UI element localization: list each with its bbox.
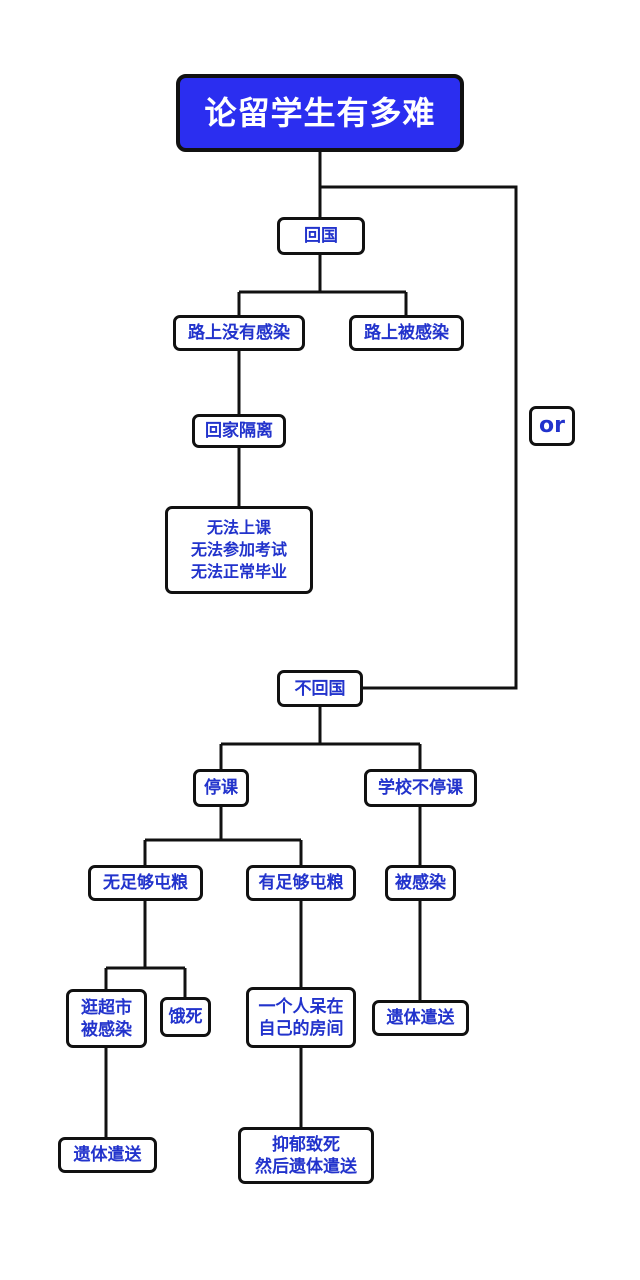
node-infected-on-way: 路上被感染 [349, 315, 464, 351]
connector-or-loop [320, 185, 518, 690]
node-depression-death: 抑郁致死 然后遗体遣送 [238, 1127, 374, 1184]
node-infected: 被感染 [385, 865, 456, 901]
node-remains-repatriated-1: 遗体遣送 [58, 1137, 157, 1173]
node-home-quarantine: 回家隔离 [192, 414, 286, 448]
node-starve: 饿死 [160, 997, 211, 1037]
node-go-home: 回国 [277, 217, 365, 255]
node-not-enough-food: 无足够屯粮 [88, 865, 203, 901]
node-remains-repatriated-2: 遗体遣送 [372, 1000, 469, 1036]
node-supermarket-infected: 逛超市 被感染 [66, 989, 147, 1048]
node-not-infected-on-way: 路上没有感染 [173, 315, 305, 351]
node-stay: 不回国 [277, 670, 363, 707]
node-consequences: 无法上课 无法参加考试 无法正常毕业 [165, 506, 313, 594]
node-class-continue: 学校不停课 [364, 769, 477, 807]
node-enough-food: 有足够屯粮 [246, 865, 356, 901]
or-label: or [529, 406, 575, 446]
diagram-title: 论留学生有多难 [176, 74, 464, 152]
node-alone-in-room: 一个人呆在 自己的房间 [246, 987, 356, 1048]
node-class-stop: 停课 [193, 769, 249, 807]
